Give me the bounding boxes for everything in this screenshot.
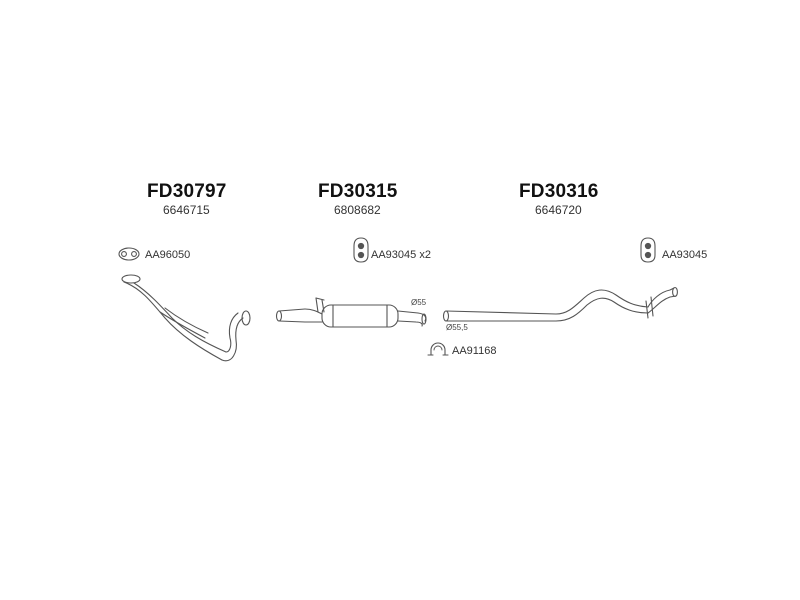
accessory-label-clamp: AA91168: [452, 345, 497, 357]
accessory-label-hanger: AA93045: [662, 249, 708, 261]
oe-number-front-pipe: 6646715: [163, 203, 210, 217]
part-code-rear-pipe: FD30316: [519, 181, 599, 202]
gasket-icon: [118, 247, 140, 261]
diameter-label-rear-pipe: Ø55,5: [446, 323, 468, 332]
front-pipe-drawing: [121, 274, 251, 362]
clamp-icon: [427, 342, 449, 356]
accessory-label-gasket: AA96050: [145, 249, 191, 261]
part-code-middle-silencer: FD30315: [318, 181, 398, 202]
middle-silencer-drawing: [275, 297, 427, 328]
part-code-front-pipe: FD30797: [147, 181, 227, 202]
diameter-label-silencer: Ø55: [411, 298, 427, 307]
rubber-hanger-icon: [640, 237, 656, 263]
oe-number-middle-silencer: 6808682: [334, 203, 381, 217]
oe-number-rear-pipe: 6646720: [535, 203, 582, 217]
rubber-hanger-icon: [353, 237, 369, 263]
accessory-label-hanger-pair: AA93045 x2: [371, 249, 431, 261]
rear-pipe-drawing: [442, 286, 678, 322]
